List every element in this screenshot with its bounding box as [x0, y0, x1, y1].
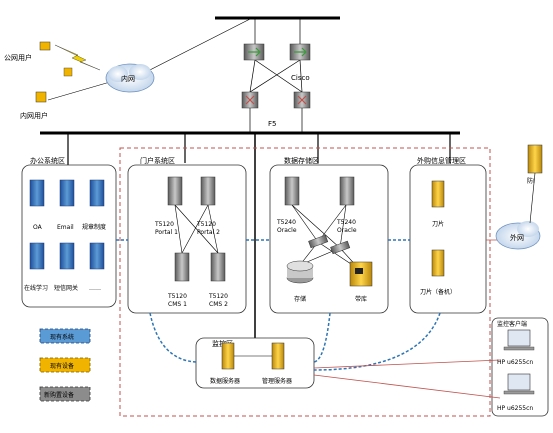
extranet-label: 外网	[510, 233, 524, 242]
legend: 现有系统 现有设备 新购置设备	[39, 328, 91, 402]
public-user-label: 公网用户	[4, 53, 32, 62]
tape-library-icon	[349, 261, 373, 287]
internal-user-link	[47, 81, 111, 101]
office-server-learning	[29, 242, 45, 270]
office-label-rules: 规章制度	[82, 223, 106, 231]
monitor-client-link-1	[313, 359, 501, 369]
extranet-device-label: 防I	[527, 177, 535, 185]
data-server-label: 数据服务器	[210, 377, 240, 385]
tape-label: 带库	[355, 295, 367, 303]
client-pc-2	[503, 373, 535, 395]
office-server-rules	[89, 179, 105, 207]
office-label-more: ……	[89, 285, 101, 292]
office-label-sms: 短信网关	[54, 284, 78, 292]
extranet-cloud	[495, 221, 541, 250]
office-zone-title: 办公系统区	[30, 156, 65, 165]
data-mesh-4	[317, 204, 347, 243]
blade-server-2	[431, 249, 445, 277]
cms-server-1	[174, 252, 190, 282]
legend-new-device-swatch	[39, 386, 91, 402]
blue-dashed-link-6	[313, 312, 441, 371]
intranet-to-top-link	[139, 17, 253, 76]
oracle-server-1	[284, 176, 300, 206]
external-zone-title: 外购信息管理区	[417, 156, 466, 165]
portal-server-2	[200, 176, 216, 206]
new-system-boundary	[119, 147, 491, 417]
cisco-router-2	[289, 43, 311, 61]
management-server-icon	[271, 342, 285, 370]
f5-device-1	[241, 91, 259, 109]
monitor-client-link-2	[313, 374, 501, 399]
blade-server-1	[431, 180, 445, 208]
portal-mesh-4	[181, 204, 209, 254]
office-label-learning: 在线学习	[24, 284, 48, 292]
public-user-icon	[39, 41, 51, 51]
data-server-icon	[221, 342, 235, 370]
office-server-sms	[59, 242, 75, 270]
storage-icon	[286, 260, 314, 284]
legend-new-device: 新购置设备	[44, 391, 74, 399]
san-switch-2	[330, 240, 351, 255]
internal-user-label: 内网用户	[20, 111, 48, 120]
oracle-server-2	[339, 176, 355, 206]
blade-label-1: 刀片	[432, 220, 444, 228]
legend-existing-system-swatch	[39, 328, 91, 344]
lightning-icon	[54, 44, 101, 71]
office-label-oa: OA	[33, 224, 43, 231]
data-mesh-1	[291, 204, 319, 243]
legend-existing-device-swatch	[39, 357, 91, 373]
data-mesh-2	[339, 204, 347, 249]
link-4	[299, 59, 303, 93]
data-mesh-3	[291, 204, 341, 249]
cisco-label: Cisco	[291, 74, 310, 82]
legend-existing-device: 现有设备	[50, 362, 74, 370]
blue-dashed-link-4	[149, 312, 197, 363]
portal-zone-title: 门户系统区	[140, 156, 175, 165]
extranet-device-icon	[527, 144, 543, 174]
internal-user-icon	[35, 91, 47, 103]
cms-server-2	[210, 252, 226, 282]
office-label-email: Email	[57, 224, 74, 231]
link-3	[249, 59, 256, 93]
portal-mesh-1	[174, 204, 183, 254]
legend-existing-system: 现有系统	[50, 333, 74, 341]
f5-label: F5	[268, 120, 276, 128]
portal-server-1	[167, 176, 183, 206]
office-server-more	[89, 242, 105, 270]
firewall-small-icon	[63, 67, 73, 77]
blue-dashed-link-5	[313, 312, 331, 363]
cisco-router-1	[243, 43, 265, 61]
portal-zone-box	[127, 164, 247, 314]
data-zone-title: 数据存储区	[284, 156, 319, 165]
san-switch-1	[308, 234, 329, 249]
storage-label: 存储	[294, 295, 306, 303]
external-zone-box	[409, 164, 487, 314]
client-pc-1	[503, 329, 535, 351]
client-label-2: HP u6255cn	[497, 405, 533, 412]
portal-mesh-3	[174, 204, 219, 254]
management-server-label: 管理服务器	[262, 377, 292, 385]
extranet-device-link	[529, 172, 536, 224]
portal-mesh-2	[207, 204, 219, 254]
office-server-email	[59, 179, 75, 207]
client-zone-title: 监控客户端	[497, 320, 527, 328]
link-6	[249, 59, 301, 93]
link-5	[254, 59, 303, 93]
intranet-label: 内网	[121, 74, 135, 83]
office-server-oa	[29, 179, 45, 207]
blade-label-2: 刀片（备机）	[420, 288, 456, 296]
client-label-1: HP u6255cn	[497, 359, 533, 366]
f5-device-2	[293, 91, 311, 109]
intranet-cloud	[105, 63, 155, 93]
